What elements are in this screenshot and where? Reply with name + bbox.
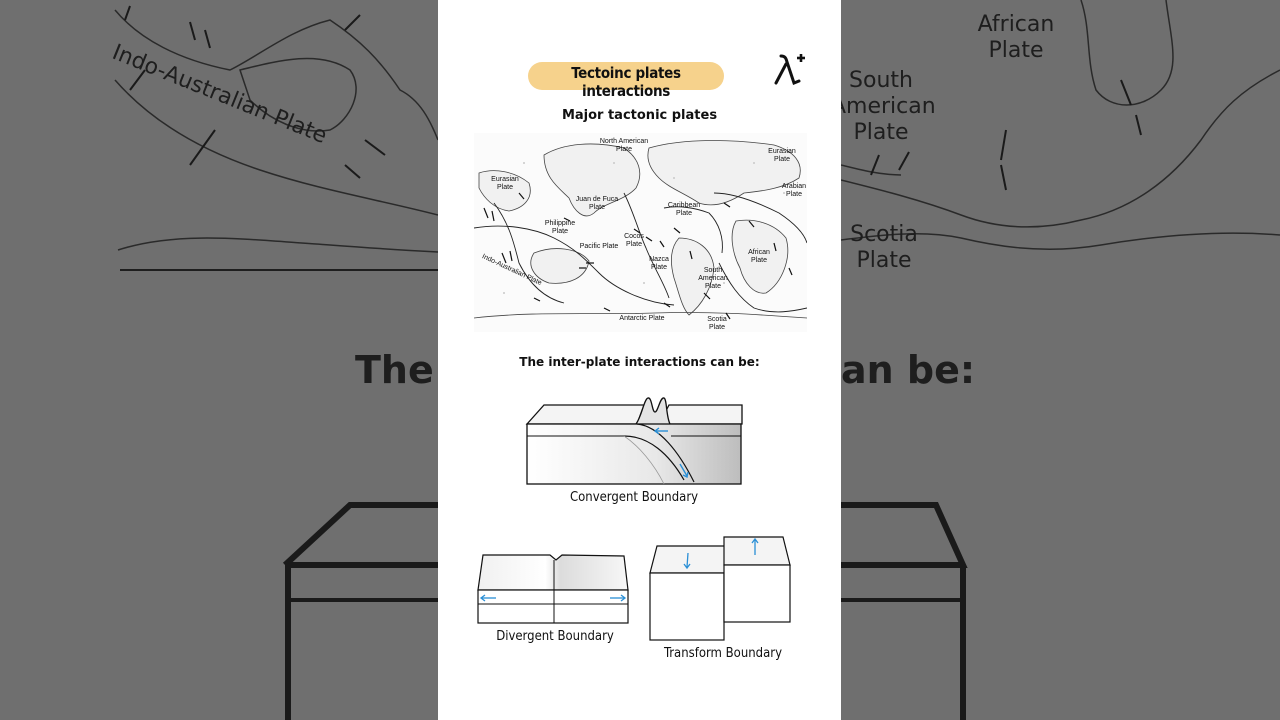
plate-label-eurasian-east: Eurasian Plate	[768, 148, 796, 163]
page-title: Tectoinc plates interactions	[571, 64, 681, 100]
boundaries-heading: The inter-plate interactions can be:	[519, 355, 760, 369]
content-panel: Tectoinc plates interactions Major tacto…	[438, 0, 841, 720]
plate-label-cocos: Cocos Plate	[624, 233, 644, 248]
background-right-african-label: African Plate	[977, 12, 1055, 63]
plate-label-south-american: South American Plate	[698, 267, 728, 290]
background-right: African Plate South American Plate Scoti…	[841, 0, 1280, 720]
title-highlight	[528, 62, 724, 90]
divergent-boundary-label: Divergent Boundary	[496, 629, 614, 644]
convergent-boundary-diagram	[525, 397, 743, 485]
plate-label-juan-de-fuca: Juan de Fuca Plate	[575, 196, 619, 211]
transform-boundary-label: Transform Boundary	[664, 646, 782, 661]
background-left-map	[114, 5, 438, 720]
background-right-scotia-label: Scotia Plate	[850, 222, 918, 273]
plate-label-nazca: Nazca Plate	[649, 256, 669, 271]
map-heading: Major tactonic plates	[561, 108, 718, 123]
plate-label-antarctic: Antarctic Plate	[619, 315, 665, 322]
background-left-caption: The in	[355, 348, 438, 392]
plate-label-arabian: Arabian Plate	[781, 183, 807, 198]
tectonic-plates-map: North American Plate Eurasian Plate Eura…	[473, 133, 808, 332]
background-left: Indo-Australian Plate The in	[0, 0, 438, 720]
plate-label-scotia: Scotia Plate	[707, 316, 727, 331]
background-right-south-american-label: South American Plate	[841, 68, 936, 145]
plate-label-eurasian-west: Eurasian Plate	[491, 176, 519, 191]
plate-label-african: African Plate	[748, 249, 770, 264]
background-right-caption: an be:	[841, 348, 976, 392]
lambda-plus-logo-icon	[774, 54, 805, 85]
transform-boundary-diagram	[649, 536, 791, 641]
convergent-boundary-label: Convergent Boundary	[569, 490, 699, 505]
plate-label-philippine: Philippine Plate	[544, 220, 576, 235]
background-right-map	[841, 0, 1280, 720]
divergent-boundary-diagram	[477, 554, 629, 624]
plate-label-caribbean: Caribbean Plate	[667, 202, 701, 217]
plate-label-pacific: Pacific Plate	[579, 243, 619, 250]
world-map-drawing	[473, 133, 808, 332]
plate-label-north-american: North American Plate	[599, 138, 649, 153]
